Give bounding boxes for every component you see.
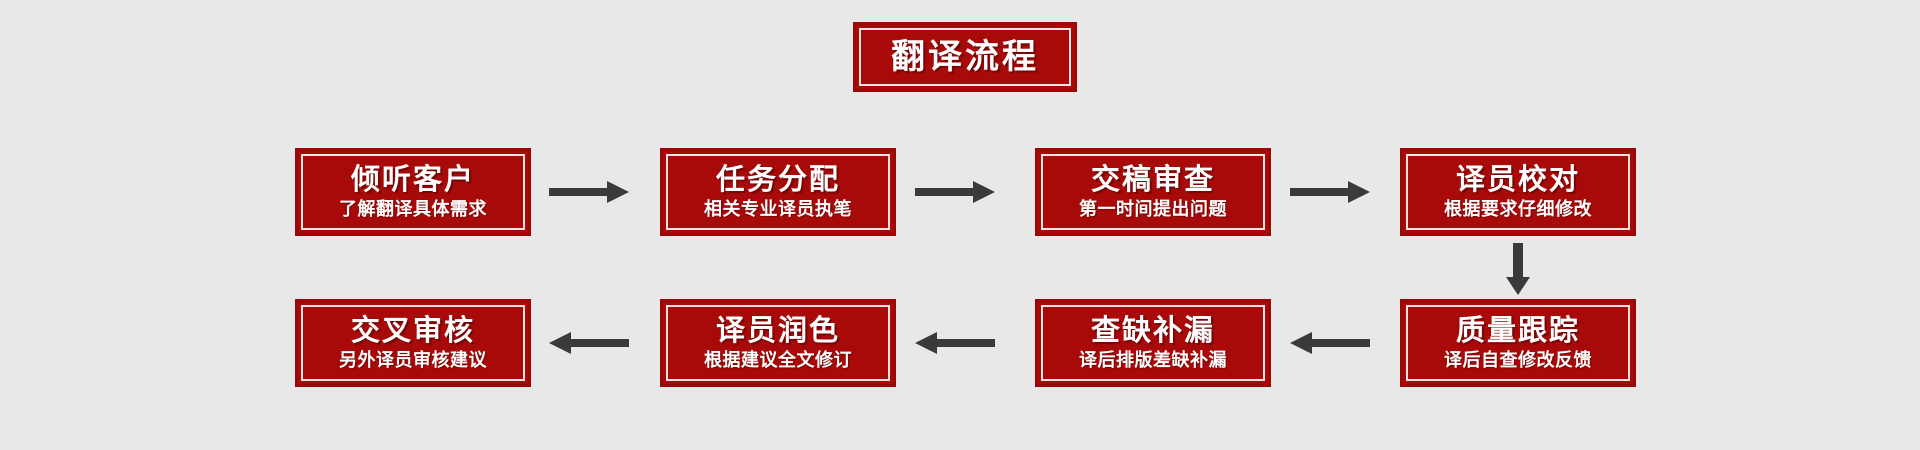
node-subtitle: 根据要求仔细修改 <box>1444 199 1592 220</box>
node-subtitle: 另外译员审核建议 <box>339 350 487 371</box>
node-subtitle: 译后排版差缺补漏 <box>1079 350 1227 371</box>
arrow-right-icon <box>549 179 629 205</box>
node-title: 倾听客户 <box>350 163 475 196</box>
arrow-left-icon <box>915 330 995 356</box>
node-title: 交叉审核 <box>350 314 475 347</box>
node-title: 任务分配 <box>715 163 840 196</box>
flowchart-title-box: 翻译流程 <box>853 22 1077 92</box>
arrow-right-icon <box>1290 179 1370 205</box>
page-title: 翻译流程 <box>891 38 1039 76</box>
node-translator-polish[interactable]: 译员润色 根据建议全文修订 <box>660 299 896 387</box>
node-title: 质量跟踪 <box>1455 314 1580 347</box>
node-task-assignment[interactable]: 任务分配 相关专业译员执笔 <box>660 148 896 236</box>
node-subtitle: 第一时间提出问题 <box>1079 199 1227 220</box>
node-cross-review[interactable]: 交叉审核 另外译员审核建议 <box>295 299 531 387</box>
node-subtitle: 了解翻译具体需求 <box>339 199 487 220</box>
arrow-right-icon <box>915 179 995 205</box>
arrow-left-icon <box>1290 330 1370 356</box>
node-subtitle: 相关专业译员执笔 <box>704 199 852 220</box>
node-title: 查缺补漏 <box>1090 314 1215 347</box>
node-title: 译员校对 <box>1455 163 1580 196</box>
node-quality-tracking[interactable]: 质量跟踪 译后自查修改反馈 <box>1400 299 1636 387</box>
node-listen-customer[interactable]: 倾听客户 了解翻译具体需求 <box>295 148 531 236</box>
node-draft-review[interactable]: 交稿审查 第一时间提出问题 <box>1035 148 1271 236</box>
node-gap-filling[interactable]: 查缺补漏 译后排版差缺补漏 <box>1035 299 1271 387</box>
arrow-left-icon <box>549 330 629 356</box>
node-translator-proofread[interactable]: 译员校对 根据要求仔细修改 <box>1400 148 1636 236</box>
arrow-down-icon <box>1505 243 1531 295</box>
node-title: 译员润色 <box>715 314 840 347</box>
node-subtitle: 译后自查修改反馈 <box>1444 350 1592 371</box>
node-subtitle: 根据建议全文修订 <box>704 350 852 371</box>
node-title: 交稿审查 <box>1090 163 1215 196</box>
